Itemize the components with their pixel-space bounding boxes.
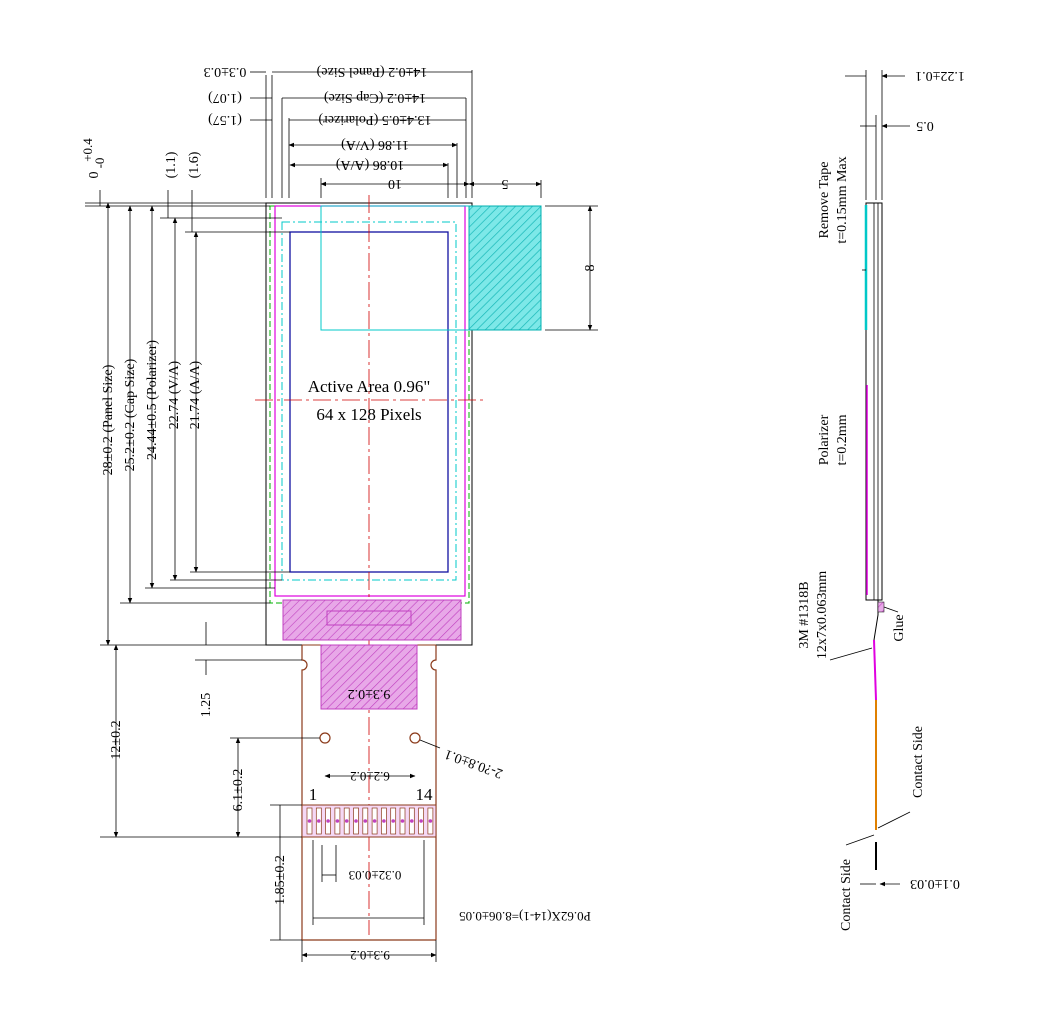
contact-pin-dot — [391, 819, 396, 823]
svg-text:21.74 (A/A): 21.74 (A/A) — [188, 360, 203, 429]
fpc-thick-label: 0.1±0.03 — [910, 876, 960, 891]
contact-pin-dot — [400, 819, 405, 823]
svg-text:-0: -0 — [92, 158, 107, 169]
contact-pin-dot — [326, 819, 330, 823]
svg-text:11.86 (V/A): 11.86 (V/A) — [341, 137, 409, 152]
fpc-hole-left — [319, 732, 331, 744]
svg-text:0.3±0.3: 0.3±0.3 — [204, 64, 247, 79]
pin-first-label: 1 — [309, 785, 318, 804]
svg-text:Contact Side: Contact Side — [839, 859, 854, 931]
svg-text:12x7x0.063mm: 12x7x0.063mm — [815, 571, 830, 659]
pitch-label: P0.62X(14-1)=8.06±0.05 — [459, 909, 591, 924]
svg-text:25.2±0.2 (Cap Size): 25.2±0.2 (Cap Size) — [123, 358, 138, 471]
contact-pad-area — [301, 804, 437, 838]
svg-text:t=0.2mm: t=0.2mm — [835, 414, 850, 465]
svg-text:1.85±0.2: 1.85±0.2 — [273, 855, 288, 905]
contact-pin-dot — [363, 819, 368, 823]
svg-text:6.1±0.2: 6.1±0.2 — [231, 769, 246, 812]
svg-text:3M #1318B: 3M #1318B — [797, 581, 812, 648]
svg-text:24.44±0.5 (Polarizer): 24.44±0.5 (Polarizer) — [145, 340, 160, 460]
svg-text:28±0.2 (Panel Size): 28±0.2 (Panel Size) — [101, 364, 116, 475]
cap-tab-hatched — [468, 205, 542, 331]
svg-text:Contact Side: Contact Side — [911, 726, 926, 798]
svg-text:14±0.2 (Cap Size): 14±0.2 (Cap Size) — [324, 90, 427, 105]
contact-pin-dot — [428, 819, 433, 823]
ic-outline — [326, 610, 412, 626]
holes-label: 2-?0.8±0.1 — [443, 746, 505, 781]
top-dimensions: 14±0.2 (Panel Size) 0.3±0.3 14±0.2 (Cap … — [204, 64, 542, 198]
fpc-width-label: 9.3±0.2 — [350, 948, 390, 963]
contact-pin-dot — [354, 819, 358, 823]
svg-text:+0.4: +0.4 — [80, 138, 95, 162]
svg-text:t=0.15mm Max: t=0.15mm Max — [835, 156, 850, 243]
front-view: Active Area 0.96" 64 x 128 Pixels 9.3±0.… — [80, 64, 598, 963]
side-fpc-magenta — [873, 639, 877, 701]
glue-label: Glue — [892, 614, 907, 641]
pixel-count: 64 x 128 Pixels — [316, 405, 421, 424]
svg-text:Remove Tape: Remove Tape — [817, 162, 832, 239]
svg-text:12±0.2: 12±0.2 — [109, 720, 124, 759]
contact-pin-dot — [382, 819, 386, 823]
pin-width-label: 0.32±0.03 — [349, 868, 402, 883]
svg-text:22.74 (V/A): 22.74 (V/A) — [167, 360, 182, 429]
svg-text:0: 0 — [87, 172, 102, 179]
side-view: 1.22±0.1 0.5 Remove Tape t=0.15mm Max Po… — [797, 68, 965, 931]
svg-text:(1.57): (1.57) — [208, 112, 242, 127]
svg-text:14±0.2 (Panel Size): 14±0.2 (Panel Size) — [316, 64, 427, 79]
svg-text:10.86 (A/A): 10.86 (A/A) — [335, 157, 404, 172]
svg-text:(1.1): (1.1) — [164, 151, 179, 178]
fpc-hole-right — [409, 732, 421, 744]
svg-text:1.25: 1.25 — [199, 693, 214, 718]
contact-pin-dot — [372, 819, 377, 823]
stiffener — [320, 644, 418, 710]
contact-pin-dot — [307, 819, 312, 823]
stiffener-width-label: 9.3±0.2 — [348, 686, 391, 701]
bonding-area — [282, 599, 462, 641]
svg-text:5: 5 — [502, 176, 509, 191]
polarizer-outline — [274, 205, 466, 597]
svg-text:(1.6): (1.6) — [187, 151, 202, 178]
pin-last-label: 14 — [416, 785, 434, 804]
active-area-title: Active Area 0.96" — [308, 377, 431, 396]
svg-text:Polarizer: Polarizer — [817, 414, 832, 465]
contact-pin-dot — [419, 819, 423, 823]
svg-text:10: 10 — [388, 176, 402, 191]
glue-blob — [877, 601, 885, 613]
fpc-outline — [301, 645, 437, 941]
svg-text:13.4±0.5 (Polarizer): 13.4±0.5 (Polarizer) — [318, 112, 431, 127]
contact-pin-dot — [410, 819, 414, 823]
thickness-label: 1.22±0.1 — [915, 68, 965, 83]
left-dimensions: 28±0.2 (Panel Size) 25.2±0.2 (Cap Size) … — [80, 138, 320, 941]
contact-pin-dot — [344, 819, 349, 823]
contact-pins — [306, 807, 434, 835]
svg-text:(1.07): (1.07) — [208, 90, 242, 105]
tab-height-label: 8 — [583, 265, 598, 272]
contact-pin-dot — [317, 819, 321, 823]
t05-label: 0.5 — [916, 118, 934, 133]
hole-leader — [419, 739, 441, 749]
hole-spacing-label: 6.2±0.2 — [350, 769, 390, 784]
contact-pin-dot — [335, 819, 340, 823]
